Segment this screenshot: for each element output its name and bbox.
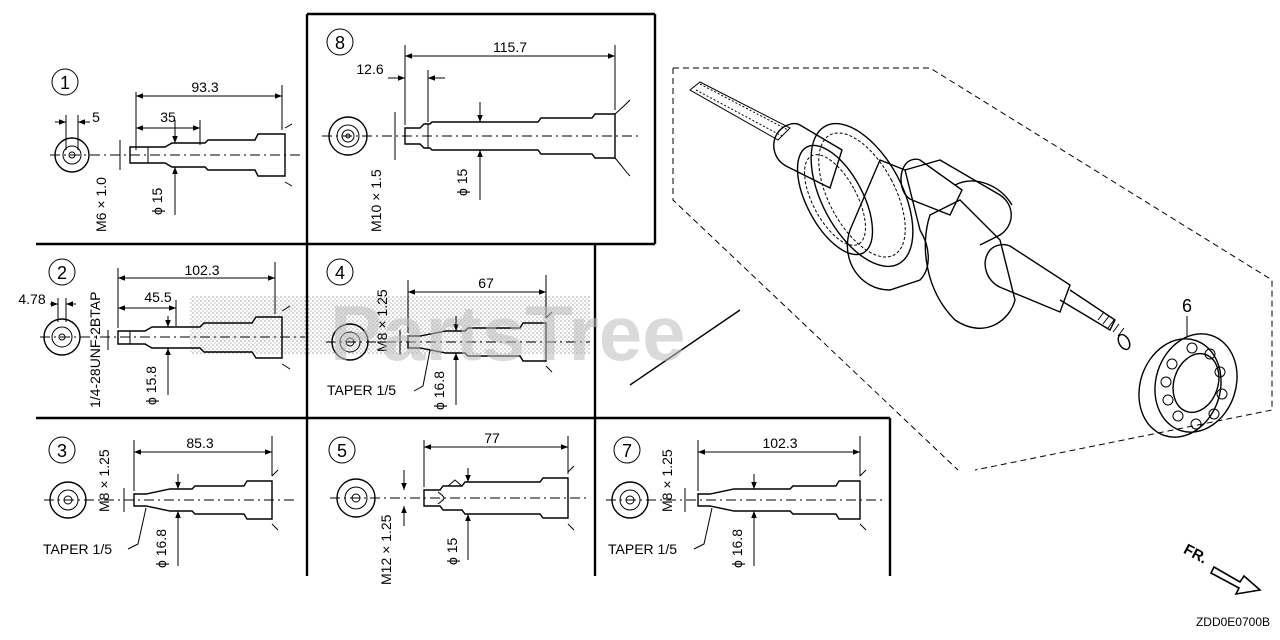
svg-text:M12 × 1.25: M12 × 1.25 xyxy=(378,514,394,585)
svg-text:35: 35 xyxy=(160,109,176,125)
svg-text:67: 67 xyxy=(478,275,494,291)
callout-3: 3 xyxy=(57,441,67,461)
svg-text:ϕ 16.8: ϕ 16.8 xyxy=(431,371,447,410)
svg-text:M6 × 1.0: M6 × 1.0 xyxy=(93,177,109,232)
callout-8: 8 xyxy=(335,33,345,53)
callout-1: 1 xyxy=(60,73,70,93)
variant-3: 3 85.3 M8 × 1.25 ϕ 16.8 TAPER 1/5 xyxy=(43,435,295,568)
svg-text:ϕ 15.8: ϕ 15.8 xyxy=(143,366,159,405)
svg-text:TAPER 1/5: TAPER 1/5 xyxy=(43,541,112,557)
svg-text:102.3: 102.3 xyxy=(184,262,219,278)
callout-7: 7 xyxy=(622,441,632,461)
variant-7: 7 102.3 M8 × 1.25 ϕ 16.8 TAPER 1/5 xyxy=(606,435,885,568)
svg-text:77: 77 xyxy=(484,430,500,446)
svg-text:102.3: 102.3 xyxy=(762,435,797,451)
svg-text:ϕ 15: ϕ 15 xyxy=(149,187,165,215)
diagram-code: ZDD0E0700B xyxy=(1196,615,1270,629)
callout-5: 5 xyxy=(337,441,347,461)
watermark: PartsTree xyxy=(330,289,686,377)
variant-8: 8 115.7 12.6 M10 × 1.5 ϕ 15 xyxy=(322,28,640,232)
svg-text:4.78: 4.78 xyxy=(18,291,45,307)
svg-text:93.3: 93.3 xyxy=(191,79,218,95)
crankshaft-assembly: 6 xyxy=(629,67,1273,471)
front-arrow-icon: FR. xyxy=(1181,541,1262,596)
svg-text:ϕ 16.8: ϕ 16.8 xyxy=(153,529,169,568)
svg-text:45.5: 45.5 xyxy=(144,289,171,305)
panel-grid xyxy=(36,12,892,576)
svg-text:M10 × 1.5: M10 × 1.5 xyxy=(368,169,384,232)
callout-6: 6 xyxy=(1182,296,1192,316)
svg-text:5: 5 xyxy=(92,109,100,125)
svg-text:M8 × 1.25: M8 × 1.25 xyxy=(374,289,390,352)
svg-text:1/4-28UNF-2BTAP: 1/4-28UNF-2BTAP xyxy=(87,292,103,408)
variant-2: 2 102.3 45.5 4.78 1/4-28UNF-2BTAP ϕ 15.8 xyxy=(18,258,305,408)
svg-text:12.6: 12.6 xyxy=(356,61,383,77)
svg-text:M8 × 1.25: M8 × 1.25 xyxy=(659,449,675,512)
svg-text:TAPER 1/5: TAPER 1/5 xyxy=(327,382,396,398)
svg-text:85.3: 85.3 xyxy=(186,435,213,451)
variant-5: 5 77 M12 × 1.25 ϕ 15 xyxy=(328,430,590,585)
variant-1: 1 93.3 35 5 M6 × 1.0 ϕ 15 xyxy=(50,68,300,232)
variant-4: 4 67 M8 × 1.25 ϕ 16.8 TAPER 1/5 xyxy=(326,258,590,410)
svg-text:ϕ 16.8: ϕ 16.8 xyxy=(729,529,745,568)
svg-text:ϕ 15: ϕ 15 xyxy=(454,168,470,196)
svg-text:115.7: 115.7 xyxy=(493,39,527,55)
shading-band xyxy=(190,296,590,354)
svg-text:M8 × 1.25: M8 × 1.25 xyxy=(96,449,112,512)
callout-4: 4 xyxy=(335,263,345,283)
svg-text:ϕ 15: ϕ 15 xyxy=(444,537,460,565)
svg-text:TAPER 1/5: TAPER 1/5 xyxy=(608,541,677,557)
svg-text:FR.: FR. xyxy=(1181,541,1210,567)
callout-2: 2 xyxy=(57,263,67,283)
